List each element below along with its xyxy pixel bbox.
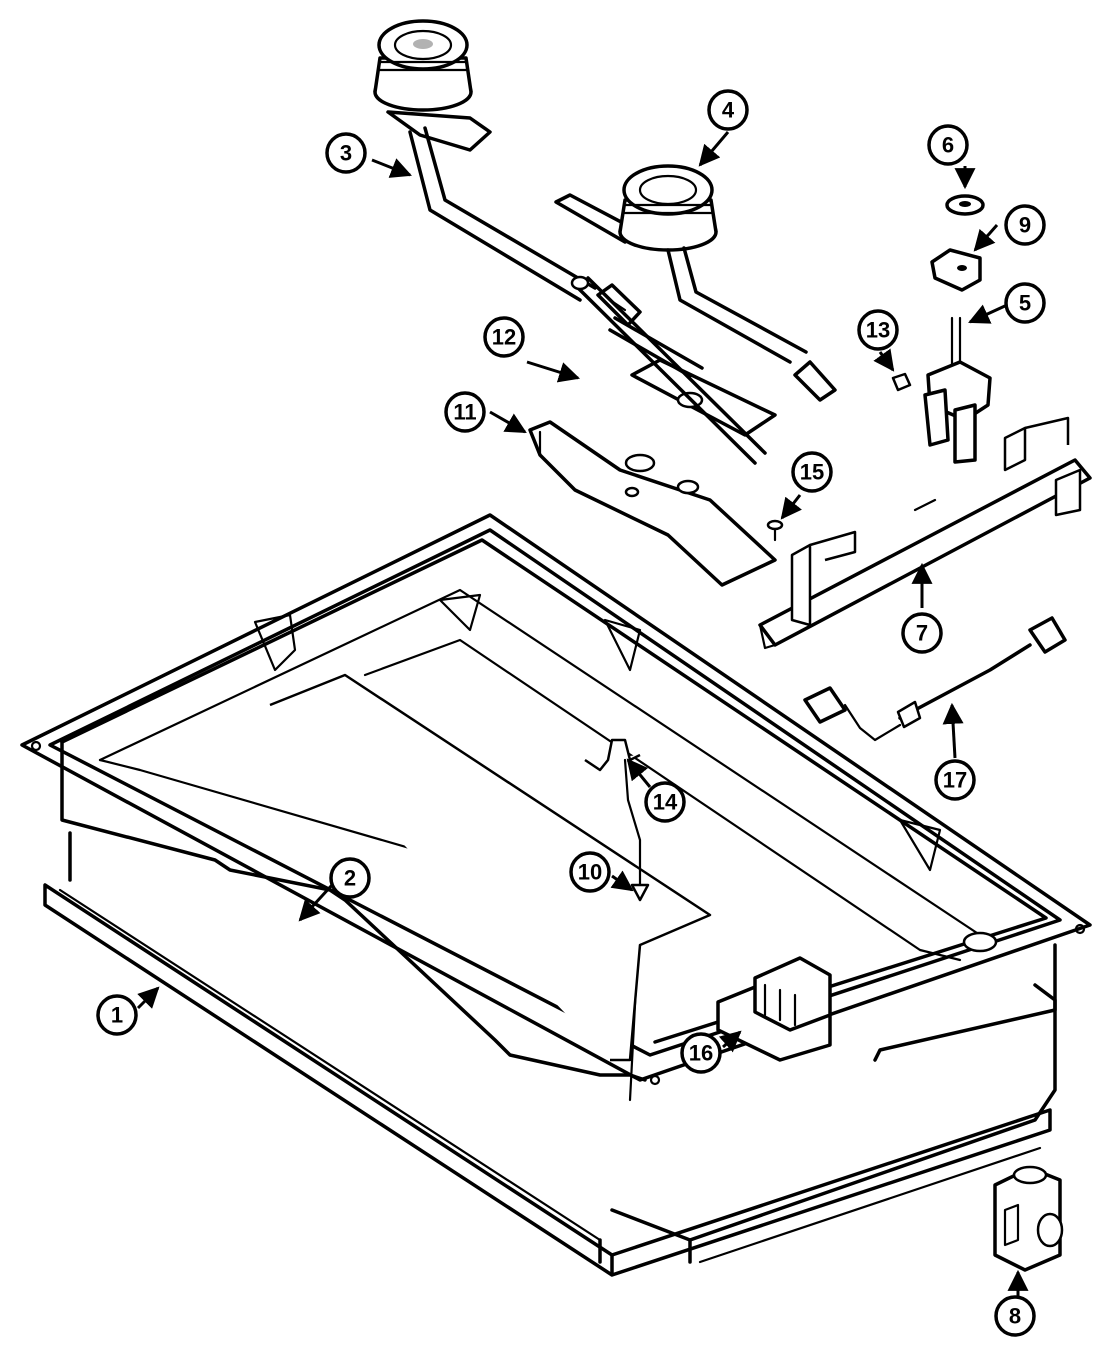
callout-15-label: 15 xyxy=(800,460,824,485)
callout-1-label: 1 xyxy=(111,1003,123,1028)
part-12-orifice-bracket xyxy=(570,275,777,465)
part-4-right-burner xyxy=(554,164,837,402)
part-15-screw xyxy=(766,519,784,542)
callout-4-label: 4 xyxy=(722,98,735,123)
callout-9-label: 9 xyxy=(1019,213,1031,238)
callout-12: 12 xyxy=(483,316,525,358)
part-2-burner-box xyxy=(20,513,1092,1102)
callout-2-label: 2 xyxy=(344,866,356,891)
callout-5-label: 5 xyxy=(1019,291,1031,316)
callout-10-label: 10 xyxy=(578,860,602,885)
callout-1: 1 xyxy=(96,994,138,1036)
part-13-screw xyxy=(891,372,912,392)
callout-9: 9 xyxy=(1004,204,1046,246)
callout-3-label: 3 xyxy=(340,141,352,166)
part-10-screw xyxy=(630,883,650,902)
part-17-power-cord xyxy=(803,616,1067,742)
callout-2: 2 xyxy=(329,857,371,899)
callout-4: 4 xyxy=(707,89,749,131)
callout-11-label: 11 xyxy=(453,400,476,425)
part-5-gas-valve xyxy=(923,316,992,464)
callout-3: 3 xyxy=(325,132,367,174)
callout-16-label: 16 xyxy=(689,1041,713,1066)
callout-6-label: 6 xyxy=(942,133,954,158)
callout-7: 7 xyxy=(901,612,943,654)
callout-16: 16 xyxy=(680,1032,722,1074)
part-11-manifold-bracket xyxy=(528,420,777,587)
part-8-regulator xyxy=(993,1165,1064,1272)
callout-14-label: 14 xyxy=(653,790,678,815)
callout-13-label: 13 xyxy=(866,318,890,343)
callout-12-label: 12 xyxy=(492,325,516,350)
part-3-left-burner xyxy=(373,19,642,327)
callout-14: 14 xyxy=(644,781,686,823)
callout-13: 13 xyxy=(857,309,899,351)
callout-8: 8 xyxy=(994,1295,1036,1337)
callout-17-label: 17 xyxy=(943,768,967,793)
callout-10: 10 xyxy=(569,851,611,893)
callout-11: 11 xyxy=(444,391,486,433)
callout-8-label: 8 xyxy=(1009,1304,1021,1329)
callout-6: 6 xyxy=(927,124,969,166)
part-6-washer xyxy=(945,194,985,216)
part-7-manifold-pipe xyxy=(758,416,1092,650)
part-16-terminal-block xyxy=(716,956,832,1062)
part-1-base-frame xyxy=(43,831,1057,1277)
callout-15: 15 xyxy=(791,451,833,493)
callout-17: 17 xyxy=(934,759,976,801)
leader-lines xyxy=(136,131,1029,1302)
callout-7-label: 7 xyxy=(916,621,928,646)
part-9-clip xyxy=(930,248,982,292)
callout-5: 5 xyxy=(1004,282,1046,324)
